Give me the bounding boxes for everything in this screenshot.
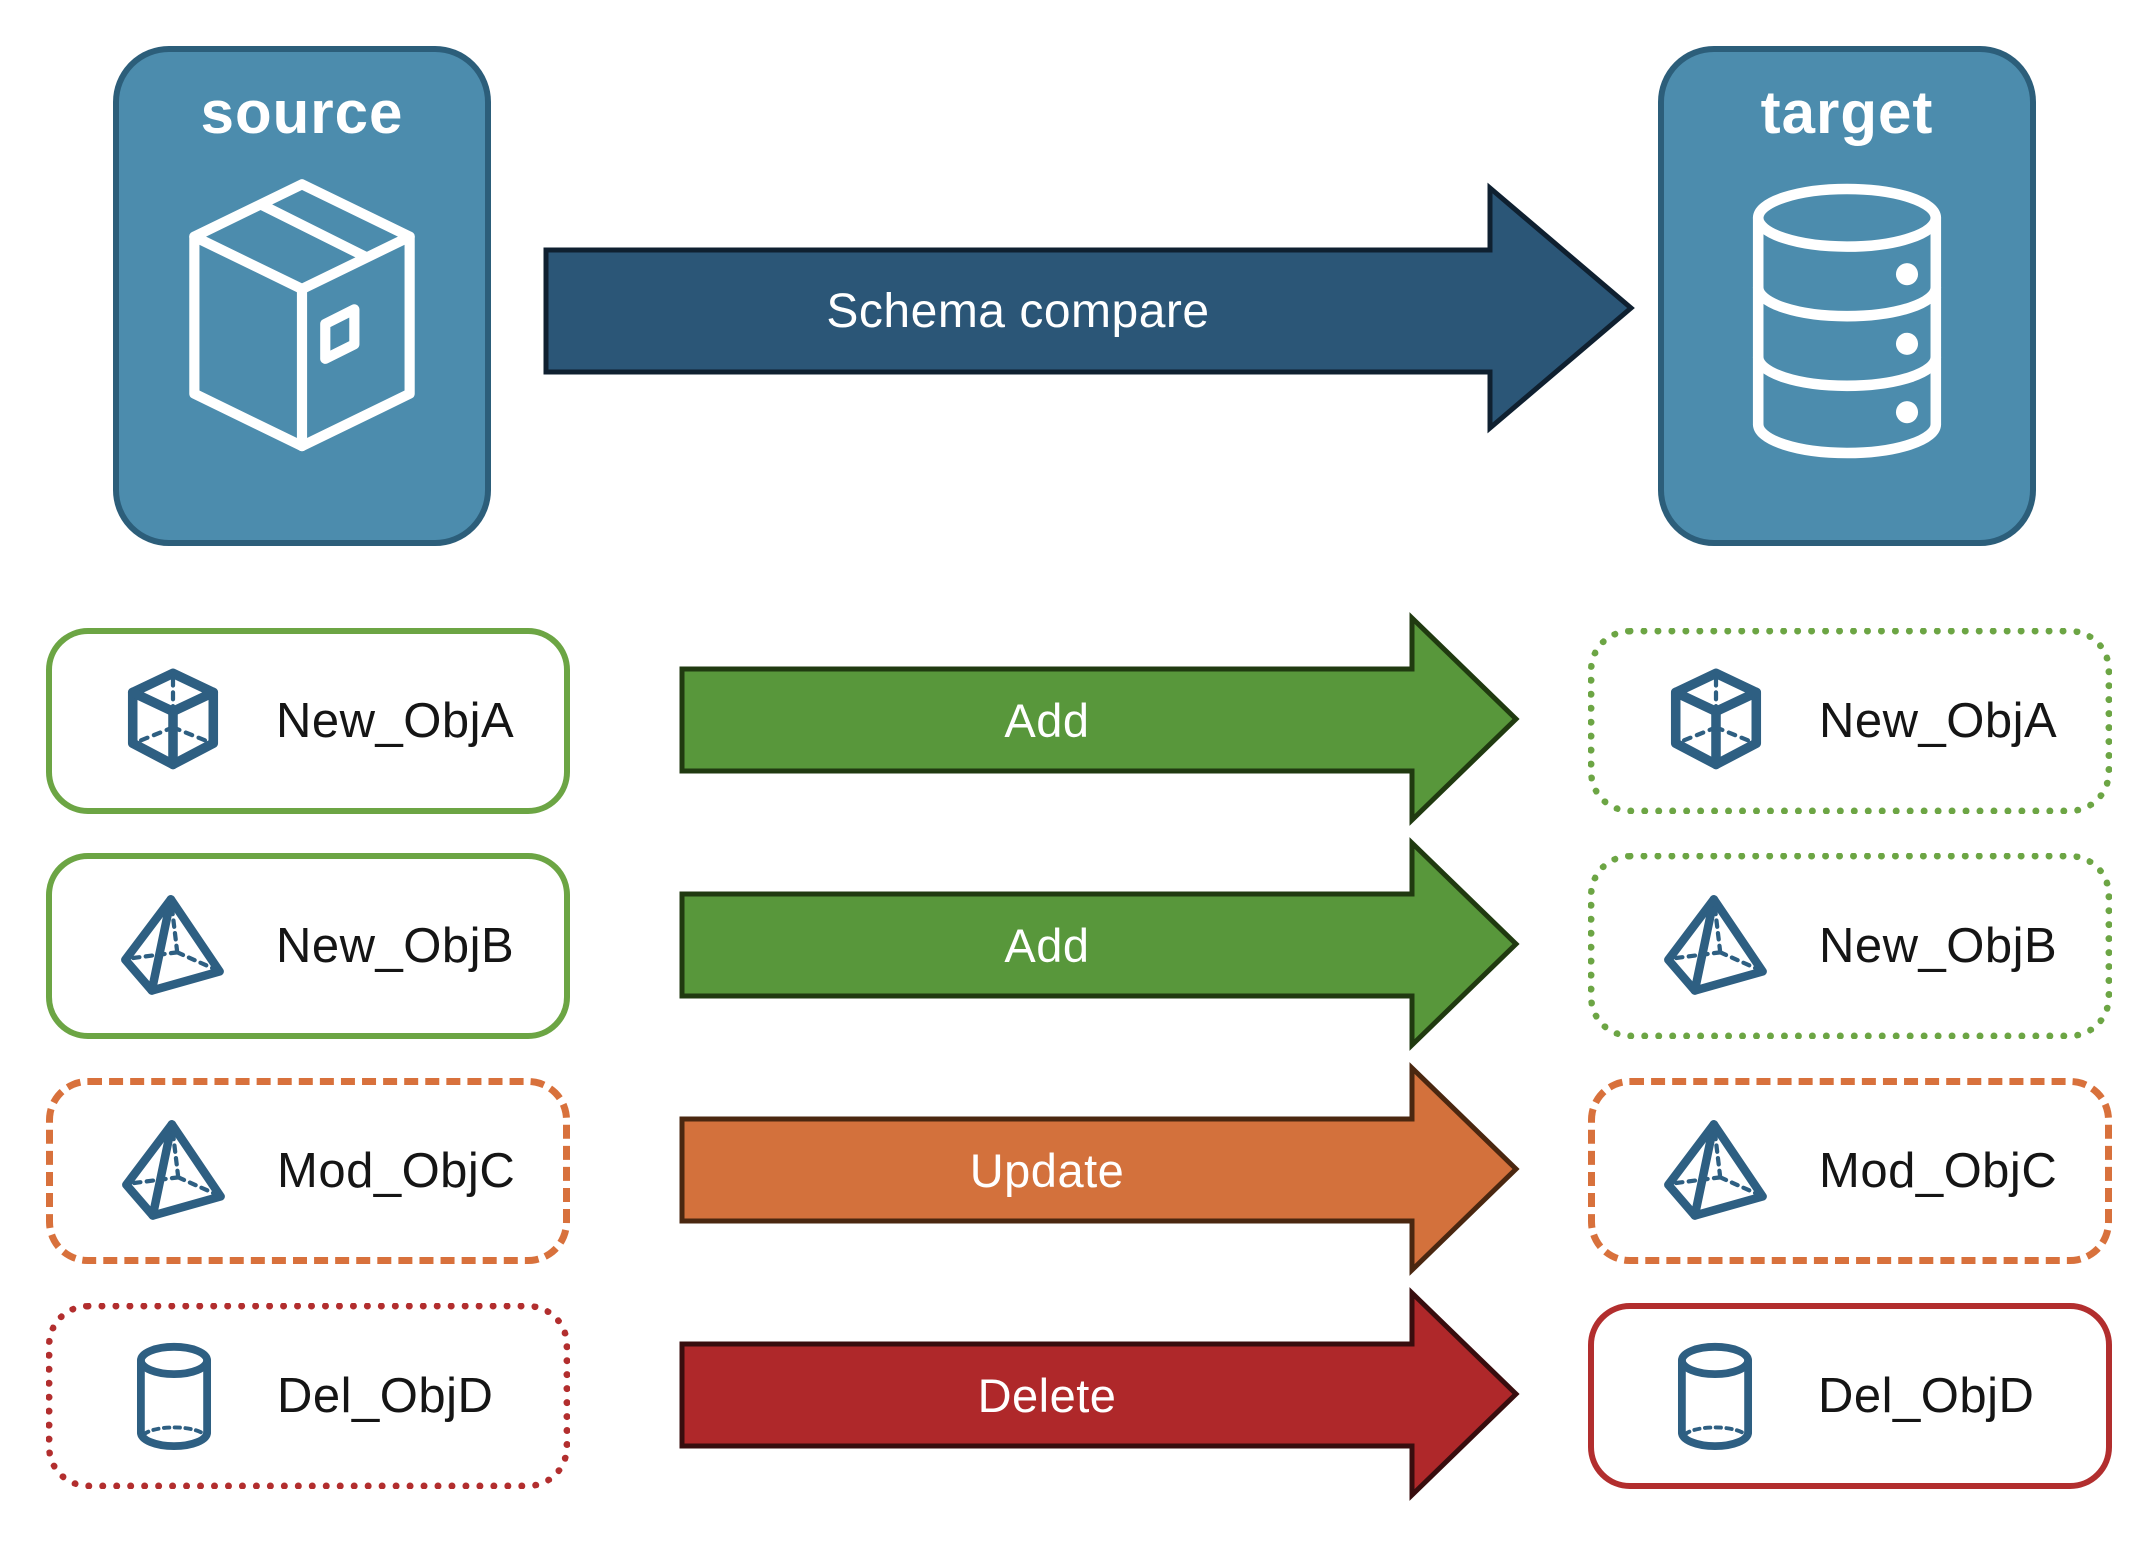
object-label: New_ObjA — [276, 694, 515, 748]
delete-arrow-shape — [679, 1287, 1520, 1501]
object-label: Del_ObjD — [277, 1369, 494, 1423]
row-new-objb: New_ObjB Add New_ObjB — [0, 837, 2150, 1051]
target-object-card: Del_ObjD — [1588, 1303, 2112, 1489]
update-arrow-label: Update — [969, 1143, 1125, 1197]
cylinder-icon — [1677, 1342, 1753, 1451]
schema-compare-arrow-label: Schema compare — [826, 284, 1210, 338]
row-del-objd: Del_ObjD Delete Del_ObjD — [0, 1287, 2150, 1501]
add-arrow: Add — [658, 837, 1530, 1051]
source-node-label: source — [200, 79, 404, 146]
database-icon — [1752, 183, 1942, 459]
target-object-card: New_ObjB — [1588, 853, 2112, 1039]
add-arrow-label: Add — [1004, 918, 1090, 972]
delete-arrow: Delete — [658, 1287, 1530, 1501]
row-mod-objc: Mod_ObjC Update Mod_ObjC — [0, 1062, 2150, 1276]
update-arrow: Update — [658, 1062, 1530, 1276]
add-arrow-shape — [679, 837, 1520, 1051]
delete-arrow-label: Delete — [977, 1368, 1117, 1422]
object-label: New_ObjB — [1819, 919, 2058, 973]
cube-icon — [1670, 668, 1762, 770]
schema-compare-arrow: Schema compare — [542, 182, 1637, 434]
target-node-label: target — [1760, 79, 1934, 146]
pyramid-icon — [121, 895, 224, 995]
object-label: Mod_ObjC — [1819, 1144, 2058, 1198]
object-label: Del_ObjD — [1818, 1369, 2035, 1423]
source-node: source — [113, 46, 491, 546]
object-label: New_ObjB — [276, 919, 515, 973]
source-object-card: New_ObjB — [46, 853, 570, 1039]
add-arrow: Add — [658, 612, 1530, 826]
source-object-card: New_ObjA — [46, 628, 570, 814]
source-object-card: Del_ObjD — [46, 1303, 570, 1489]
package-icon — [189, 179, 415, 452]
pyramid-icon — [122, 1120, 225, 1220]
update-arrow-shape — [679, 1062, 1520, 1276]
schema-compare-arrow-shape — [543, 182, 1635, 434]
cube-icon — [127, 668, 219, 770]
object-label: New_ObjA — [1819, 694, 2058, 748]
pyramid-icon — [1664, 895, 1767, 995]
add-arrow-shape — [679, 612, 1520, 826]
target-object-card: Mod_ObjC — [1588, 1078, 2112, 1264]
pyramid-icon — [1664, 1120, 1767, 1220]
add-arrow-label: Add — [1004, 693, 1090, 747]
target-node: target — [1658, 46, 2036, 546]
row-new-obja: New_ObjA Add New_ObjA — [0, 612, 2150, 826]
source-object-card: Mod_ObjC — [46, 1078, 570, 1264]
cylinder-icon — [136, 1342, 212, 1451]
object-label: Mod_ObjC — [277, 1144, 516, 1198]
target-object-card: New_ObjA — [1588, 628, 2112, 814]
